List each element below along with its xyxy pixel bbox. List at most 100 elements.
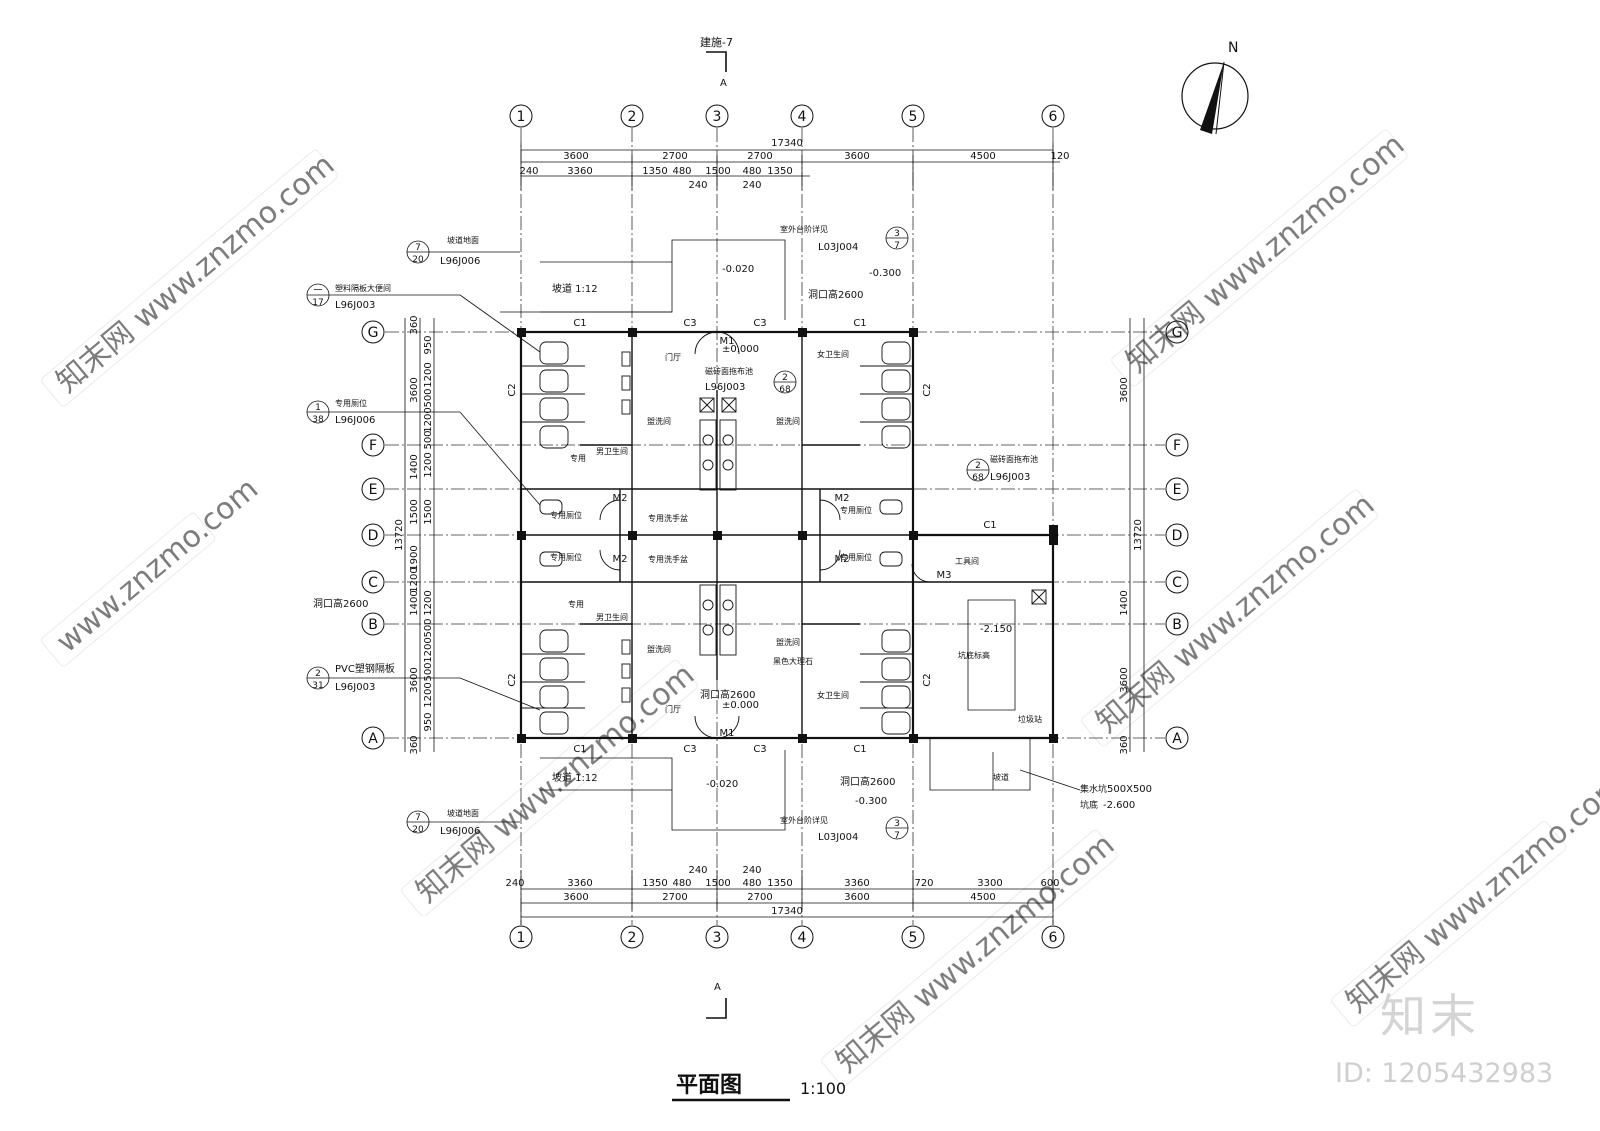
door-M1-top: M1	[720, 336, 735, 347]
label-wash-3: 盥洗间	[647, 644, 671, 654]
label-tool-room: 工具间	[955, 557, 979, 566]
label-sump-bottom: 坑底	[1080, 799, 1098, 811]
code-ramp-bottom: L96J006	[440, 826, 480, 837]
doors	[599, 331, 931, 739]
axis-bubbles-bottom	[509, 925, 1065, 949]
window-C2-2: C2	[922, 383, 933, 396]
ref-step-bottom-num: 3	[894, 819, 900, 829]
dim-top2-6: 480	[742, 166, 761, 177]
brand-watermark: 知末	[1380, 989, 1480, 1043]
door-M1-bottom: M1	[720, 728, 735, 739]
label-wash-4: 盥洗间	[776, 637, 800, 647]
dim-total-top: 17340	[771, 138, 803, 149]
axis-label-4-bottom: 4	[798, 930, 807, 946]
window-C3-3: C3	[683, 744, 696, 755]
ref-ramp-top-sheet: 20	[412, 255, 424, 265]
code-tile-right: L96J003	[990, 472, 1030, 483]
ref-stall-num: 一	[313, 286, 322, 296]
axis-label-2-top: 2	[628, 109, 637, 125]
label-men-top: 男卫生间	[596, 446, 628, 456]
axis-bubbles-rows	[361, 320, 1189, 750]
label-special-2: 专用	[568, 599, 584, 609]
axis-label-F-right: F	[1173, 438, 1181, 454]
axis-label-4-top: 4	[798, 109, 807, 125]
label-black-marble: 黑色大理石	[773, 656, 813, 666]
dim-left2-11: 500	[423, 662, 434, 681]
drawing-title: 平面图	[676, 1073, 742, 1098]
dim-left2-7: 1500	[423, 499, 434, 524]
dim-bot-5: 4500	[970, 892, 995, 903]
dim-left-3: 1400	[409, 454, 420, 479]
ref-tile-right-sheet: 68	[972, 473, 984, 483]
dim-bot2-5: 1500	[705, 878, 730, 889]
dim-right-5: 360	[1119, 735, 1130, 754]
label-pit-elev: 坑底标高	[958, 650, 990, 660]
dimension-lines-left	[404, 318, 435, 752]
axis-label-E-right: E	[1173, 482, 1182, 498]
dim-top-3: 2700	[747, 151, 772, 162]
label-special-seat-2: 专用厕位	[840, 505, 872, 515]
axis-label-B-left: B	[368, 617, 378, 633]
structural-columns	[517, 328, 1058, 743]
dim-top2-2: 3360	[567, 166, 592, 177]
ref-tile-mid-num: 2	[782, 373, 788, 383]
dim-top2-4: 480	[672, 166, 691, 177]
ref-tile-right-num: 2	[975, 461, 981, 471]
dim-left2-9: 500	[423, 618, 434, 637]
dim-bot-1: 3600	[563, 892, 588, 903]
section-ref-sheet: 建施-7	[700, 35, 733, 49]
code-pvc: L96J003	[335, 682, 375, 693]
axis-label-5-bottom: 5	[909, 930, 918, 946]
axis-label-3-top: 3	[713, 109, 722, 125]
elev-m020-top: -0.020	[722, 264, 754, 275]
dim-bot2-7: 1350	[767, 878, 792, 889]
ref-pvc-sheet: 31	[312, 681, 323, 691]
watermark-pattern: 知末网 www.znzmo.com 知末网 www.znzmo.com www.…	[41, 127, 1600, 1087]
label-opening-left: 洞口高2600	[313, 597, 368, 610]
dim-top-4: 3600	[844, 151, 869, 162]
dim-right-4: 3600	[1119, 667, 1130, 692]
dim-left2-5: 500	[423, 430, 434, 449]
section-mark-bottom: A	[714, 982, 721, 993]
dim-right-3: 1400	[1119, 590, 1130, 615]
label-ramp-floor-top: 坡道地面	[447, 235, 479, 245]
dim-left-5: 1900	[409, 545, 420, 570]
dim-left-8: 3600	[409, 667, 420, 692]
dim-bot2-2: 3360	[567, 878, 592, 889]
label-women-top: 女卫生间	[817, 349, 849, 359]
dim-total-bottom: 17340	[771, 906, 803, 917]
dimension-lines-bottom	[520, 870, 1060, 925]
label-lobby-top: 门厅	[665, 352, 681, 362]
elev-0-bottom: ±0.000	[722, 700, 759, 711]
elev-pit: -2.150	[980, 624, 1012, 635]
section-marks	[706, 51, 727, 1019]
svg-text:知末网 www.znzmo.com: 知末网 www.znzmo.com	[50, 147, 341, 399]
dim-bot2-9: 720	[914, 878, 933, 889]
ref-step-top-sheet: 7	[894, 241, 900, 251]
axis-label-G-left: G	[368, 325, 379, 341]
label-opening-top: 洞口高2600	[808, 288, 863, 301]
axis-label-D-left: D	[368, 528, 379, 544]
dimension-lines-right	[1129, 318, 1145, 752]
dimension-lines-top	[520, 142, 1060, 190]
north-label: N	[1228, 40, 1238, 56]
dim-bot2-3: 1350	[642, 878, 667, 889]
dim-right-2: 13720	[1133, 519, 1144, 551]
window-C2-4: C2	[922, 673, 933, 686]
dim-top3-2: 240	[742, 180, 761, 191]
dim-bot-4: 3600	[844, 892, 869, 903]
label-tile-pool-right: 磁砖面拖布池	[990, 454, 1038, 464]
dim-bot2-6: 480	[742, 878, 761, 889]
dim-left-6: 1200	[409, 567, 420, 592]
axis-bubbles-top	[509, 104, 1065, 128]
window-C3-4: C3	[753, 744, 766, 755]
window-C1-top-left: C1	[573, 318, 586, 329]
dim-bot2-11: 600	[1040, 878, 1059, 889]
axis-label-1-top: 1	[517, 109, 526, 125]
axis-label-A-right: A	[1172, 731, 1182, 747]
ref-special-num: 1	[315, 403, 321, 413]
dim-right-1: 3600	[1119, 377, 1130, 402]
axis-label-G-right: G	[1172, 325, 1183, 341]
ref-pvc-num: 2	[315, 669, 321, 679]
